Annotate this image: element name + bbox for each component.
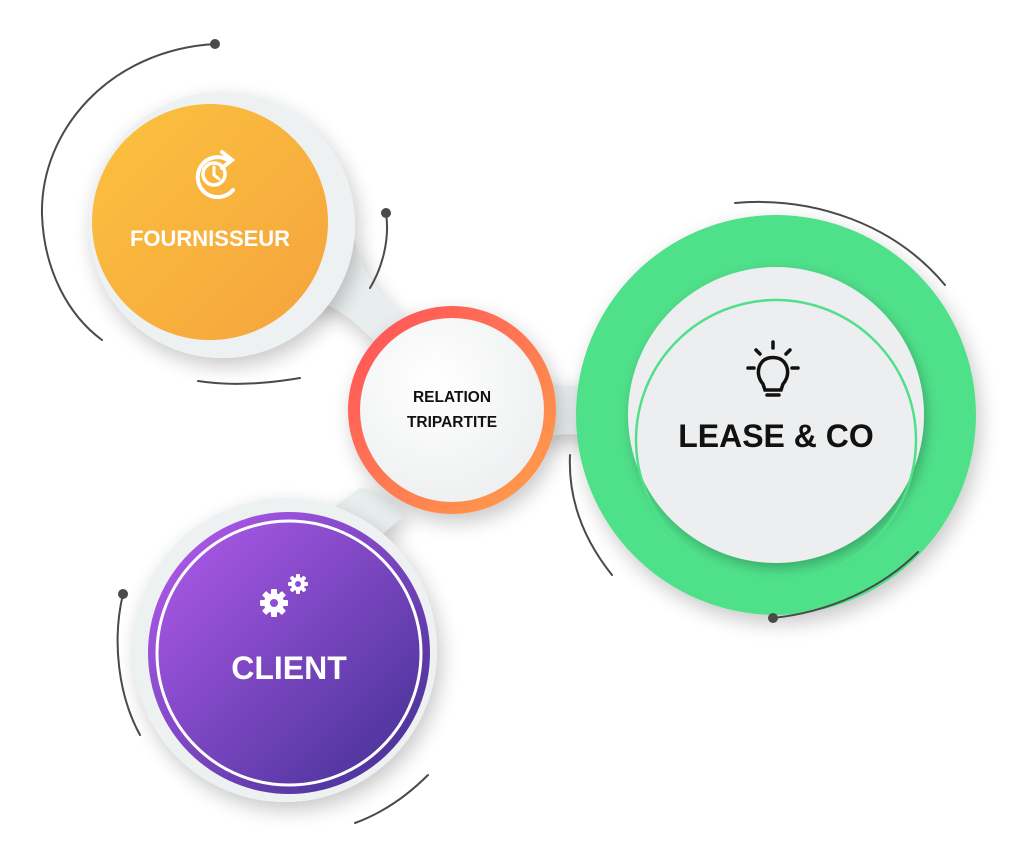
orbit-arc-lease-top	[734, 201, 946, 286]
orbit-dot	[768, 613, 778, 623]
center-label-line2: TRIPARTITE	[407, 414, 497, 431]
orbit-arc-lease-bottom	[772, 551, 919, 619]
lease-label: LEASE & CO	[678, 418, 874, 454]
orbit-arc-fournisseur-outer	[40, 43, 216, 341]
center-label-line1: RELATION	[413, 389, 491, 406]
orbit-dots	[118, 39, 778, 623]
client-inner-disc	[148, 512, 430, 794]
node-client: CLIENT	[133, 498, 437, 802]
orbit-arc-lease-left	[568, 454, 613, 576]
lease-inner-disc	[628, 267, 924, 563]
connector-fournisseur	[300, 240, 410, 345]
lightbulb-icon	[746, 340, 800, 397]
orbit-arcs	[40, 43, 946, 824]
fournisseur-inner-disc	[92, 104, 328, 340]
client-inner-ring	[155, 519, 423, 787]
client-label: CLIENT	[231, 650, 347, 686]
clock-refresh-icon	[195, 150, 236, 200]
lease-inner-ring	[634, 298, 918, 582]
node-center: RELATION TRIPARTITE	[348, 306, 556, 514]
orbit-dot	[118, 589, 128, 599]
orbit-arc-fournisseur-right	[369, 212, 388, 289]
node-lease: LEASE & CO	[576, 215, 976, 615]
orbit-dot	[210, 39, 220, 49]
connector-client	[330, 488, 405, 540]
orbit-arc-client-left	[116, 593, 141, 736]
gears-icon	[260, 574, 308, 617]
fournisseur-label: FOURNISSEUR	[130, 226, 290, 251]
orbit-arc-client-bottom	[354, 774, 429, 824]
node-fournisseur: FOURNISSEUR	[89, 92, 355, 358]
center-disc	[360, 318, 544, 502]
orbit-arc-fournisseur-bottom	[197, 377, 301, 385]
orbit-dot	[381, 208, 391, 218]
